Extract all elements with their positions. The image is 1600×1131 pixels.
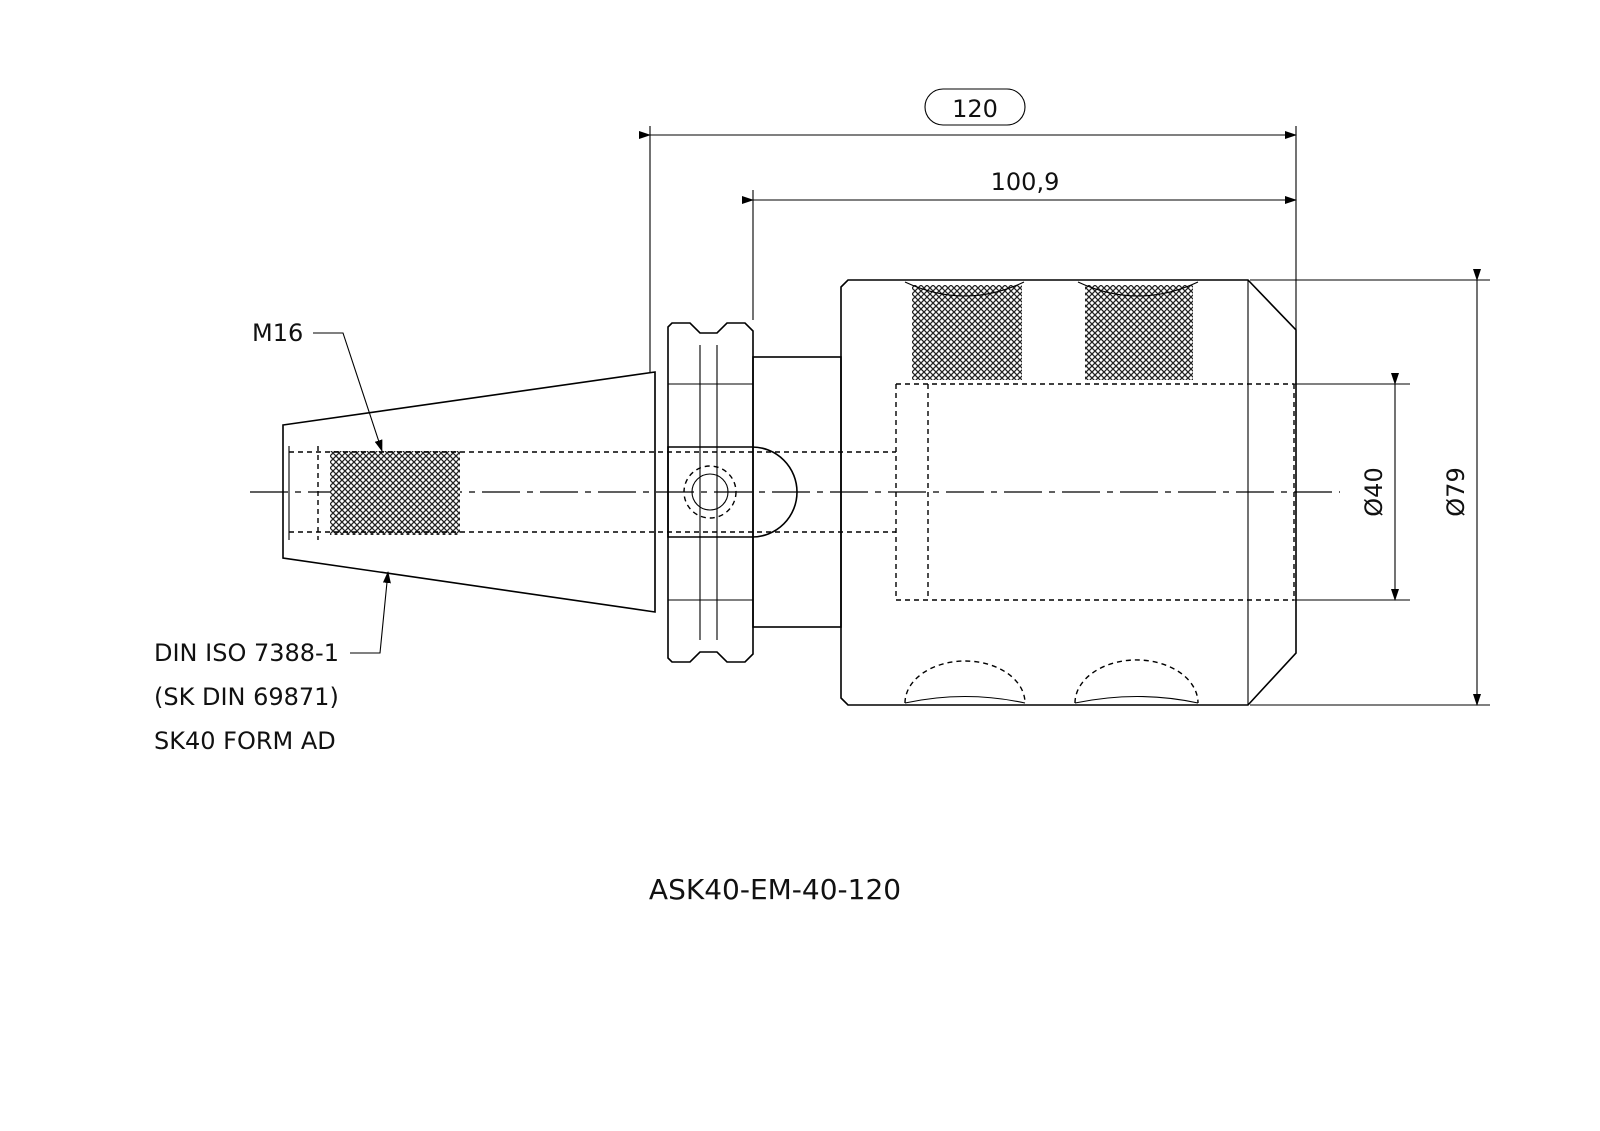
standard-callout: DIN ISO 7388-1 (SK DIN 69871) SK40 FORM …: [154, 571, 391, 755]
thread-hatch: [330, 451, 460, 535]
overall-length-box: [924, 88, 1026, 126]
dimension-body-length: 100,9: [742, 168, 1297, 320]
taper-cone: [282, 371, 896, 613]
dimension-overall-length: 120: [639, 88, 1297, 372]
thread-label: M16: [252, 319, 303, 347]
outer-diameter-label: Ø79: [1442, 467, 1470, 516]
clamp-screw-hatch-2: [1085, 285, 1193, 380]
part-number: ASK40-EM-40-120: [649, 873, 901, 906]
standard-label-line2: (SK DIN 69871): [154, 683, 339, 711]
dimension-bore-diameter: Ø40: [1294, 373, 1410, 601]
thread-callout: M16: [252, 319, 383, 452]
orientation-hole: [683, 465, 737, 519]
dimension-outer-diameter: Ø79: [1250, 269, 1490, 706]
flange: [667, 322, 798, 663]
clamp-screw-hatch-1: [912, 285, 1022, 380]
standard-label-line1: DIN ISO 7388-1: [154, 639, 339, 667]
overall-length-label: 120: [952, 95, 998, 123]
body-length-label: 100,9: [991, 168, 1060, 196]
holder-body: [840, 279, 1297, 706]
bore-diameter-label: Ø40: [1360, 467, 1388, 516]
standard-label-line3: SK40 FORM AD: [154, 727, 336, 755]
